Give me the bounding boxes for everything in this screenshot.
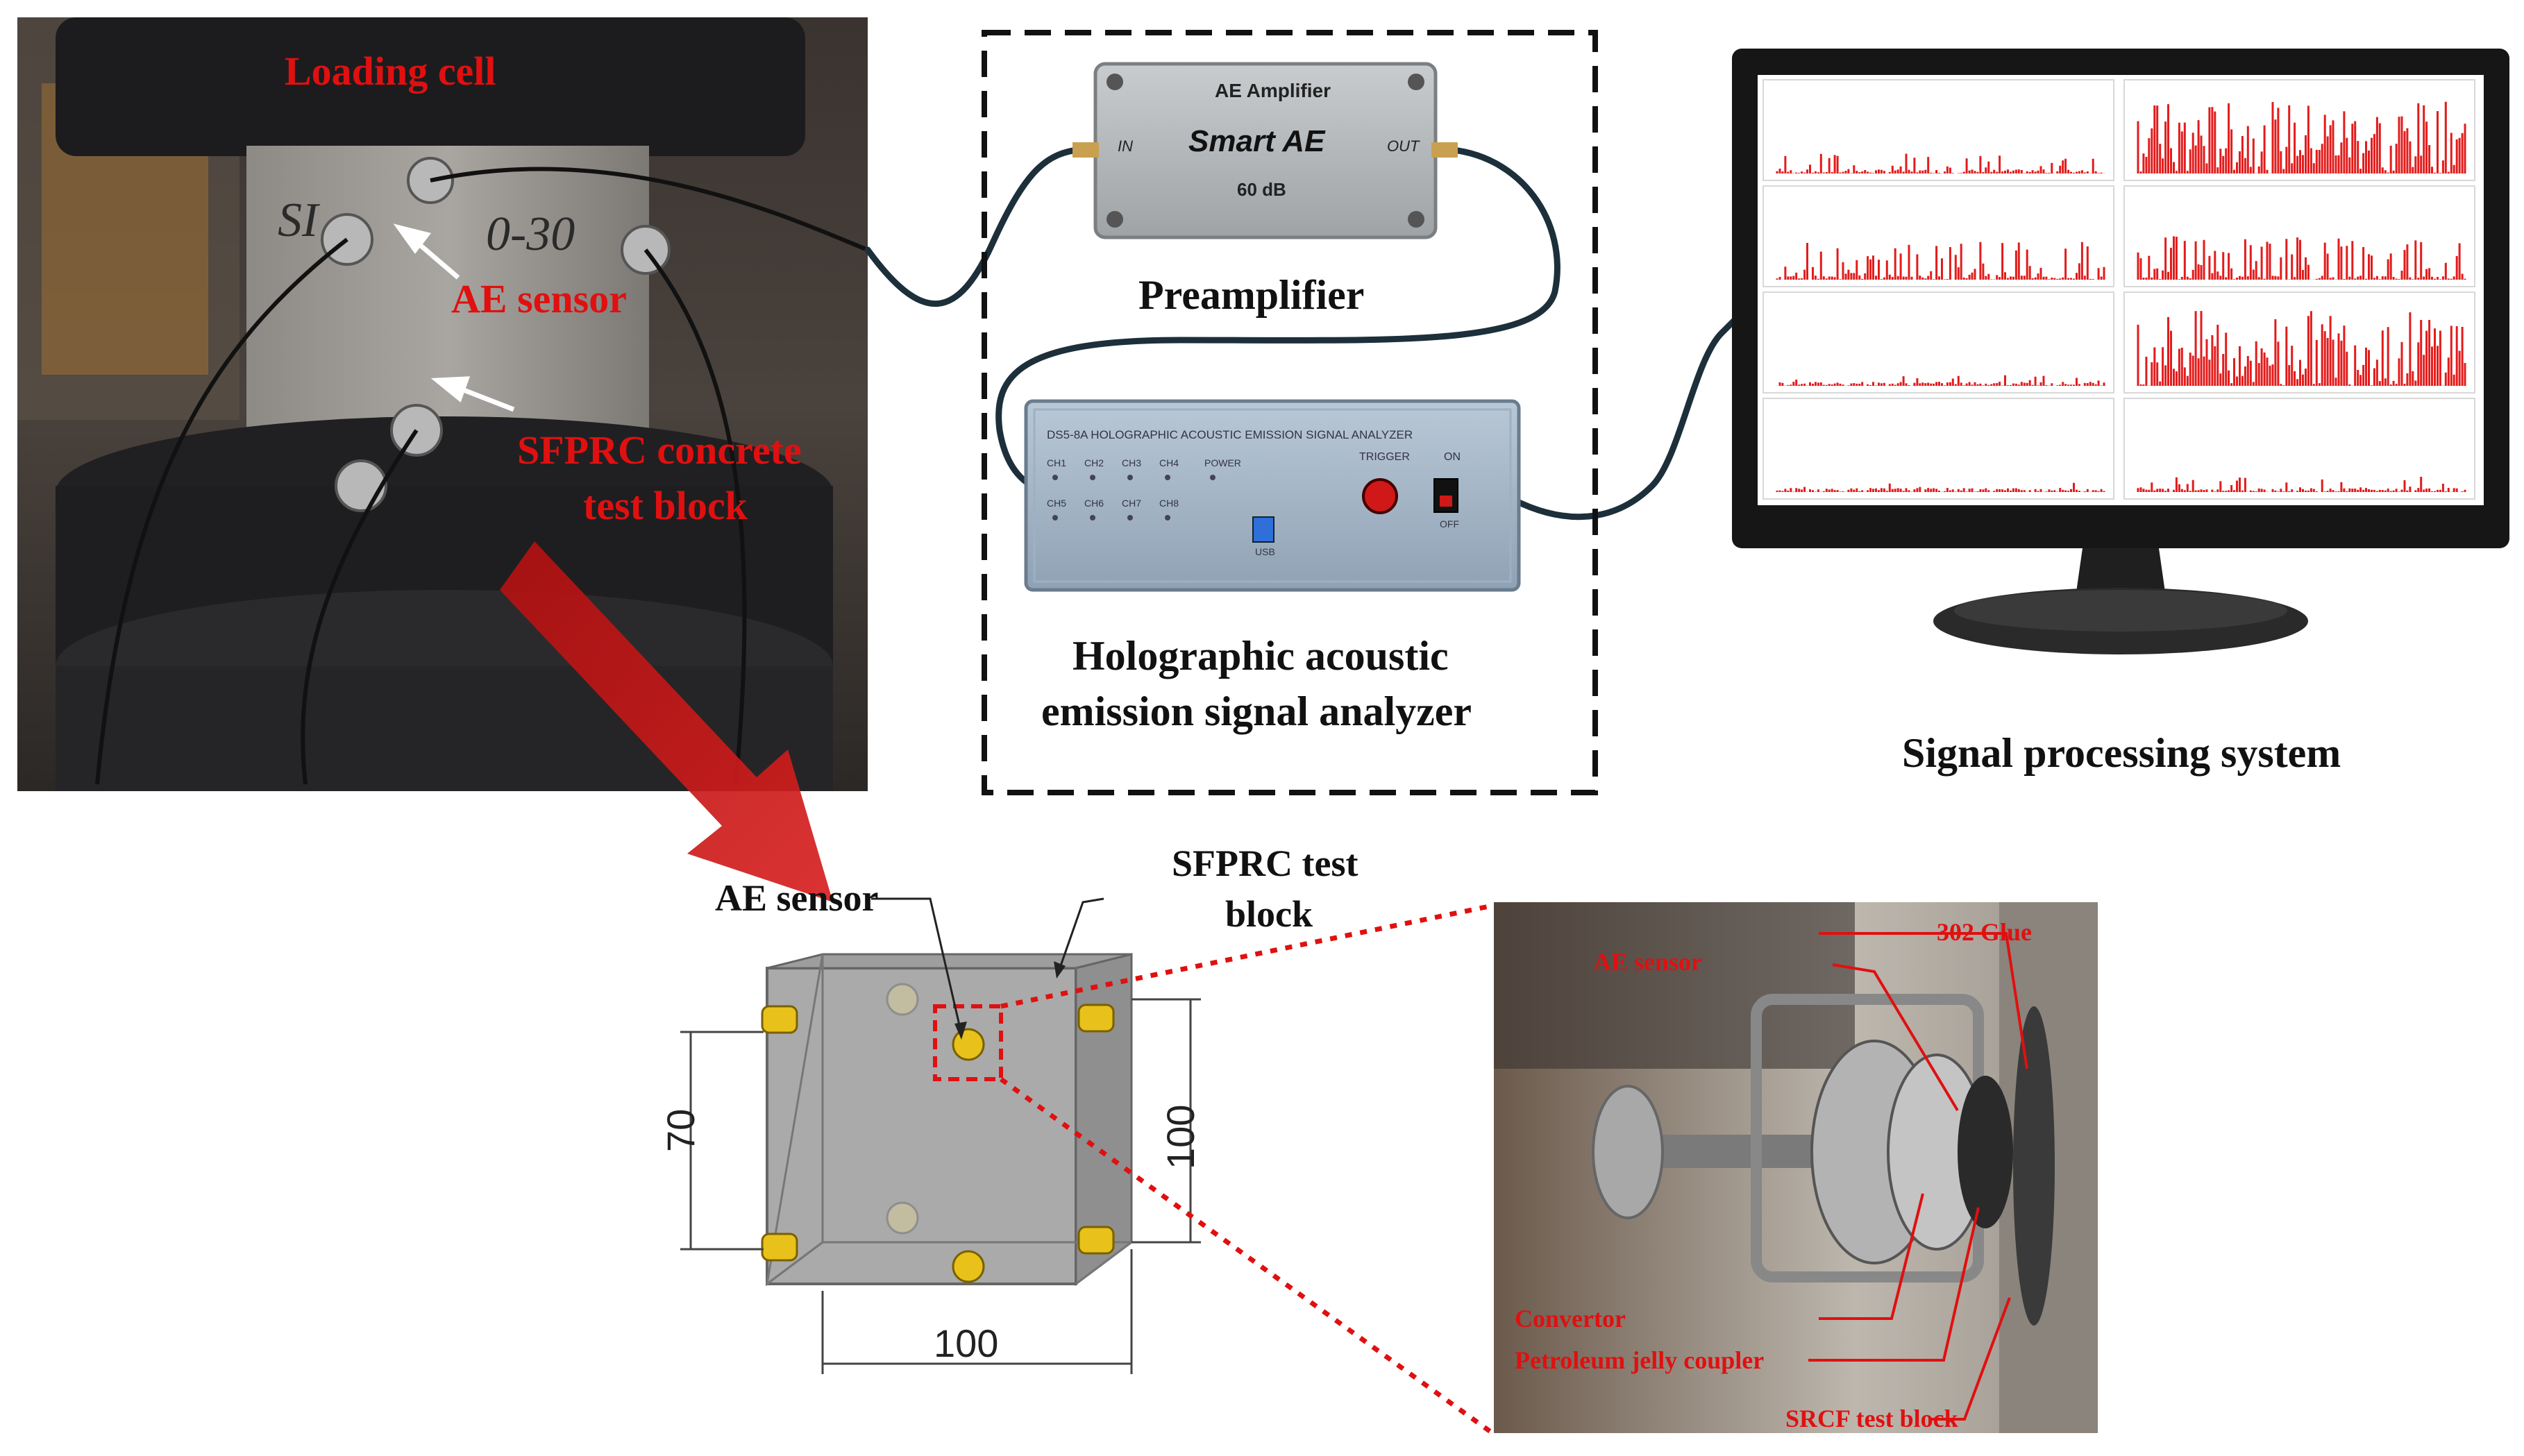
dim-width: 100 [934, 1321, 998, 1365]
loading-photo: SI 0-30 Loading cell AE sensor SFPRC con… [17, 17, 869, 791]
channel-led [1210, 475, 1215, 480]
trigger-label: TRIGGER [1359, 451, 1410, 463]
srcf-block-label: SRCF test block [1785, 1405, 1958, 1432]
amplifier-gain: 60 dB [1237, 179, 1286, 200]
drawing-block-label-line2: block [1225, 893, 1313, 935]
coupler-label: Petroleum jelly coupler [1515, 1346, 1764, 1374]
amplifier-out-port: OUT [1387, 137, 1420, 155]
convertor-label: Convertor [1515, 1305, 1626, 1332]
analyzer-panel-title: DS5-8A HOLOGRAPHIC ACOUSTIC EMISSION SIG… [1047, 428, 1413, 441]
channel-label-ch2: CH2 [1084, 457, 1104, 468]
channel-label-ch5: CH5 [1047, 498, 1066, 509]
amplifier-brand: Smart AE [1188, 124, 1326, 158]
channel-led [1165, 515, 1170, 520]
plot-trace [1776, 482, 2105, 492]
signal-cables [864, 146, 1753, 520]
plot-panel [1762, 398, 2114, 500]
drawing-block-label-line1: SFPRC test [1172, 843, 1358, 884]
ae-amplifier: AE Amplifier Smart AE IN OUT 60 dB [1072, 62, 1458, 239]
dim-height-outer: 100 [1159, 1105, 1202, 1169]
block-label-line1: SFPRC concrete [517, 428, 802, 473]
plot-trace [1776, 375, 2105, 386]
zoom-lines [999, 903, 1495, 1435]
channel-label-ch3: CH3 [1122, 457, 1141, 468]
amplifier-in-port: IN [1118, 137, 1133, 155]
preamplifier-caption: Preamplifier [1138, 272, 1364, 318]
dim-height-inner: 70 [659, 1109, 702, 1152]
plot-panel [2123, 398, 2475, 500]
analyzer-channels: CH1 CH2 CH3 CH4 POWER CH5 CH6 CH7 CH8 [1047, 457, 1241, 520]
loading-cell-label: Loading cell [285, 49, 496, 94]
plot-trace [2137, 477, 2466, 492]
channel-label-ch1: CH1 [1047, 457, 1066, 468]
channel-label-ch4: CH4 [1159, 457, 1179, 468]
amplifier-title: AE Amplifier [1215, 80, 1331, 101]
plot-trace [2137, 101, 2466, 173]
closeup-ae-sensor-label: AE sensor [1593, 948, 1702, 976]
plot-trace [2137, 236, 2466, 280]
channel-led [1090, 475, 1095, 480]
monitor-plots [1762, 79, 2475, 500]
block-drawing: 70 100 100 [659, 897, 1202, 1374]
signal-analyzer: DS5-8A HOLOGRAPHIC ACOUSTIC EMISSION SIG… [1024, 399, 1521, 592]
closeup-photo: 302 Glue AE sensor Convertor Petroleum j… [1494, 902, 2098, 1433]
trigger-button [1362, 478, 1398, 514]
plot-panel [1762, 291, 2114, 393]
channel-led [1052, 515, 1058, 520]
plot-trace [1776, 153, 2105, 173]
channel-led [1127, 475, 1133, 480]
switch-on-label: ON [1444, 451, 1461, 463]
ae-sensor-label: AE sensor [451, 276, 627, 321]
acquisition-unit-box [982, 30, 1598, 795]
channel-label-ch6: CH6 [1084, 498, 1104, 509]
channel-led [1052, 475, 1058, 480]
block-label-line2: test block [583, 483, 748, 528]
signal-monitor [1732, 49, 2509, 654]
usb-port [1252, 516, 1274, 543]
zoom-arrow [500, 541, 833, 902]
plot-trace [1776, 242, 2105, 280]
svg-text:0-30: 0-30 [486, 208, 575, 261]
signal-system-caption: Signal processing system [1902, 730, 2341, 776]
channel-label-ch8: CH8 [1159, 498, 1179, 509]
plot-panel [1762, 185, 2114, 287]
plot-panel [1762, 79, 2114, 181]
analyzer-caption-line2: emission signal analyzer [1041, 688, 1472, 734]
channel-label-power: POWER [1204, 457, 1241, 468]
channel-led [1090, 515, 1095, 520]
usb-label: USB [1255, 546, 1275, 557]
channel-label-ch7: CH7 [1122, 498, 1141, 509]
drawing-ae-sensor-label: AE sensor [715, 877, 879, 919]
channel-led [1165, 475, 1170, 480]
glue-label: 302 Glue [1937, 918, 2032, 946]
channel-led [1127, 515, 1133, 520]
plot-trace [2137, 311, 2466, 386]
switch-off-label: OFF [1440, 518, 1459, 530]
analyzer-caption-line1: Holographic acoustic [1072, 633, 1449, 679]
svg-text:SI: SI [278, 194, 321, 247]
